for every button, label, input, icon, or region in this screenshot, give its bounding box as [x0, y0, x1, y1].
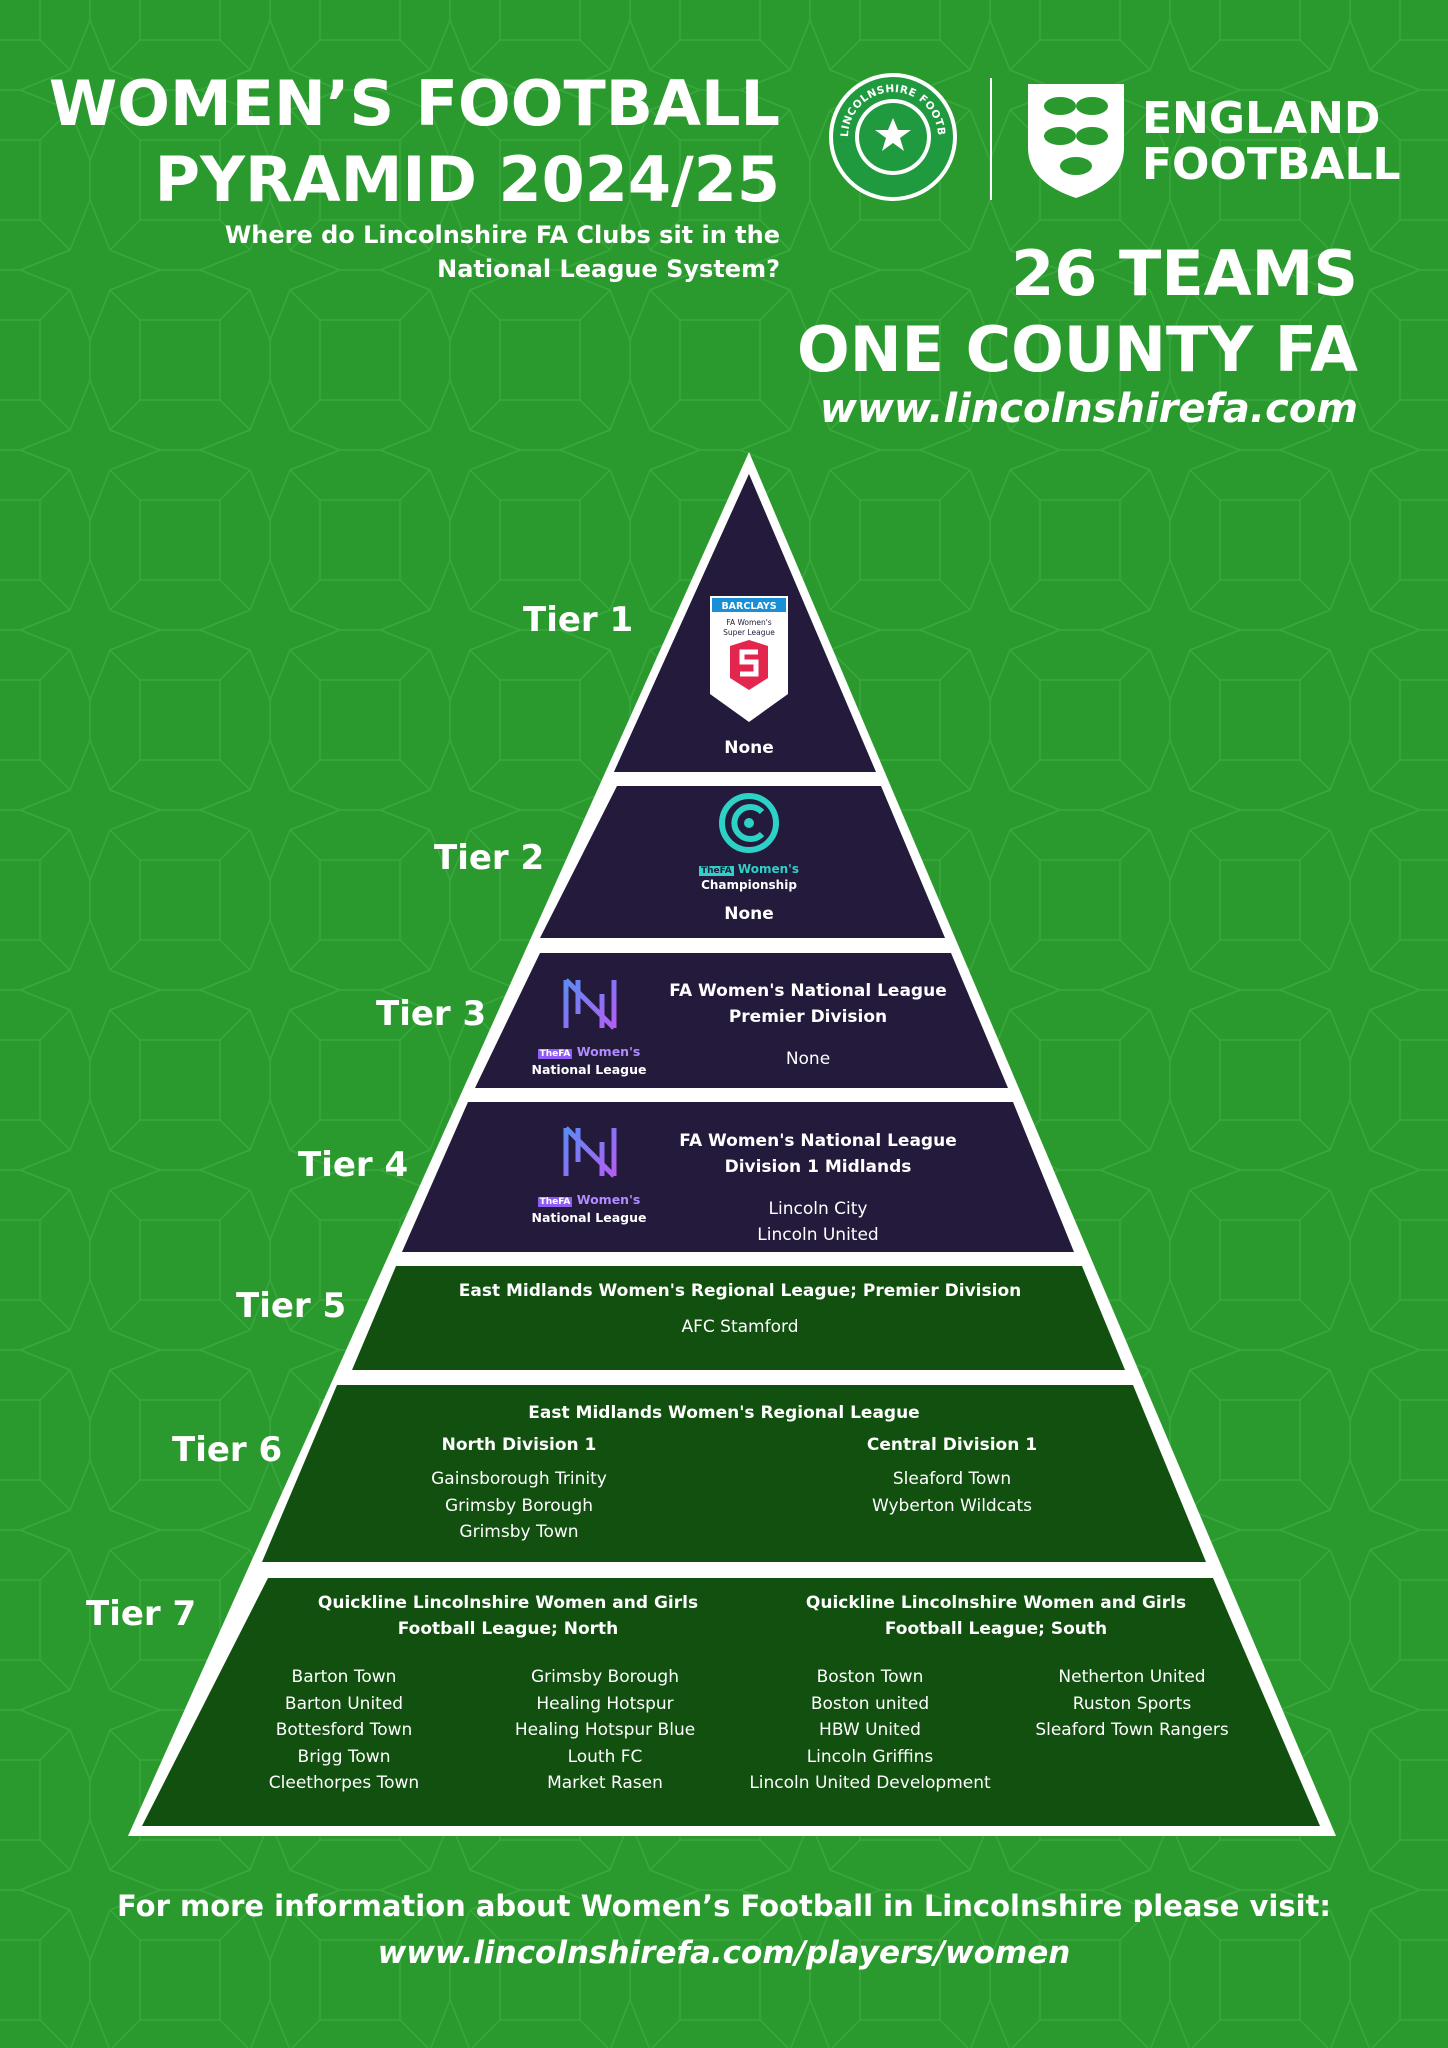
tier6-north-title: North Division 1: [441, 1435, 597, 1455]
tier4-league-line1: FA Women's National League: [679, 1131, 957, 1151]
national-league-logo: [563, 978, 617, 1030]
nl-line1: Women's: [576, 1044, 641, 1059]
team-name: Gainsborough Trinity: [431, 1469, 607, 1489]
tier4-league-name: FA Women's National League Division 1 Mi…: [670, 1128, 966, 1180]
tier1-label: Tier 1: [523, 600, 634, 640]
team-name: Healing Hotspur: [536, 1693, 674, 1714]
champ-line1: Women's: [737, 862, 799, 876]
team-name: Grimsby Town: [459, 1522, 579, 1542]
main-title-line2: PYRAMID 2024/25: [154, 143, 780, 216]
tier3-league-name: FA Women's National League Premier Divis…: [660, 978, 956, 1030]
tier7-south-line1: Quickline Lincolnshire Women and Girls: [805, 1593, 1187, 1613]
team-name: Sleaford Town Rangers: [1035, 1720, 1229, 1740]
teams-title-line2: ONE COUNTY FA: [797, 313, 1358, 386]
tier3-league-line1: FA Women's National League: [669, 981, 947, 1001]
wsl-line1: FA Women's: [726, 618, 771, 627]
team-name: Louth FC: [567, 1746, 643, 1767]
tier6-central-title: Central Division 1: [866, 1435, 1038, 1455]
tier6-league-name: East Midlands Women's Regional League: [528, 1403, 920, 1423]
tier7-south-col2: Netherton United Ruston Sports Sleaford …: [1012, 1664, 1252, 1744]
nl-prefix: TheFA: [537, 1049, 573, 1059]
team-name: Netherton United: [1058, 1667, 1206, 1687]
nl-line2: National League: [531, 1062, 647, 1077]
tier7-label: Tier 7: [86, 1594, 197, 1634]
england-line: ENGLAND: [1142, 93, 1381, 144]
tier3-label: Tier 3: [376, 994, 487, 1034]
team-name: Sleaford Town: [892, 1469, 1012, 1489]
tier7-north-line2: Football League; North: [397, 1619, 619, 1639]
team-name: Ruston Sports: [1072, 1693, 1192, 1714]
tier5-label: Tier 5: [236, 1286, 347, 1326]
footer-website-link[interactable]: www.lincolnshirefa.com/players/women: [377, 1935, 1071, 1971]
team-name: Barton United: [284, 1693, 404, 1714]
tier1-teams: None: [724, 738, 774, 758]
tier3-teams: None: [785, 1049, 831, 1069]
nl-prefix: TheFA: [537, 1197, 573, 1207]
tier6-central-teams: Sleaford Town Wyberton Wildcats: [832, 1466, 1072, 1519]
nl-line1: Women's: [576, 1192, 641, 1207]
tier3-league-line2: Premier Division: [728, 1007, 888, 1027]
team-name: Grimsby Borough: [531, 1667, 679, 1687]
team-name: Grimsby Borough: [445, 1495, 593, 1516]
tier5-teams: AFC Stamford: [681, 1317, 799, 1337]
tier7-south-col1: Boston Town Boston united HBW United Lin…: [740, 1664, 1000, 1797]
national-league-logo: [563, 1126, 617, 1178]
team-name: Healing Hotspur Blue: [514, 1720, 696, 1740]
championship-wordmark: TheFA Women's Championship: [682, 862, 816, 892]
tier5-league-name: East Midlands Women's Regional League; P…: [458, 1281, 1022, 1301]
footer-info-text: For more information about Women’s Footb…: [117, 1889, 1331, 1923]
champ-line2: Championship: [701, 878, 797, 892]
team-name: HBW United: [819, 1720, 921, 1740]
team-name: Lincoln Griffins: [806, 1746, 934, 1767]
wsl-sponsor: BARCLAYS: [721, 601, 776, 612]
logo-divider: [990, 78, 992, 200]
team-name: Wyberton Wildcats: [871, 1495, 1032, 1516]
tier7-south-league-name: Quickline Lincolnshire Women and Girls F…: [804, 1590, 1188, 1642]
tier4-league-line2: Division 1 Midlands: [724, 1157, 912, 1177]
team-name: Bottesford Town: [275, 1720, 413, 1740]
tier2-label: Tier 2: [434, 838, 545, 878]
subtitle-line1: Where do Lincolnshire FA Clubs sit in th…: [224, 221, 780, 249]
main-title: WOMEN’S FOOTBALL PYRAMID 2024/25: [49, 66, 780, 218]
wsl-league-logo: BARCLAYS FA Women's Super League: [710, 596, 788, 722]
team-name: Lincoln United Development: [749, 1773, 991, 1793]
england-football-wordmark: ENGLAND FOOTBALL: [1142, 96, 1401, 188]
team-name: Cleethorpes Town: [268, 1773, 420, 1793]
subtitle-line2: National League System?: [437, 255, 780, 283]
subtitle: Where do Lincolnshire FA Clubs sit in th…: [225, 218, 780, 286]
team-name: Boston Town: [816, 1667, 924, 1687]
tier7-north-league-name: Quickline Lincolnshire Women and Girls F…: [316, 1590, 700, 1642]
team-name: Boston united: [810, 1693, 930, 1714]
teams-title-line1: 26 TEAMS: [1011, 237, 1358, 310]
tier2-teams: None: [724, 904, 774, 924]
tier6-label: Tier 6: [172, 1430, 283, 1470]
football-line: FOOTBALL: [1142, 139, 1401, 190]
wsl-line2: Super League: [723, 628, 775, 637]
team-name: Lincoln United: [757, 1225, 879, 1245]
main-title-line1: WOMEN’S FOOTBALL: [48, 67, 780, 140]
team-name: Barton Town: [291, 1667, 397, 1687]
tier7-north-col1: Barton Town Barton United Bottesford Tow…: [244, 1664, 444, 1797]
tier4-label: Tier 4: [298, 1145, 409, 1185]
championship-league-logo: [719, 793, 779, 853]
teams-title: 26 TEAMS ONE COUNTY FA: [797, 236, 1358, 388]
tier6-north-teams: Gainsborough Trinity Grimsby Borough Gri…: [399, 1466, 639, 1546]
tier7-north-col2: Grimsby Borough Healing Hotspur Healing …: [495, 1664, 715, 1797]
tier4-teams: Lincoln City Lincoln United: [670, 1196, 966, 1248]
website-url[interactable]: www.lincolnshirefa.com: [819, 386, 1358, 432]
national-league-wordmark: TheFA Women's National League: [516, 1044, 662, 1077]
county-fa-badge-logo: LINCOLNSHIRE FOOTBALL ASSOC: [828, 72, 957, 201]
nl-line2: National League: [531, 1210, 647, 1225]
champ-prefix: TheFA: [699, 866, 734, 876]
national-league-wordmark: TheFA Women's National League: [516, 1192, 662, 1225]
tier7-south-line2: Football League; South: [884, 1619, 1108, 1639]
three-lions-crest-icon: [1028, 84, 1124, 198]
team-name: Lincoln City: [768, 1199, 868, 1219]
team-name: Market Rasen: [547, 1773, 663, 1793]
tier7-north-line1: Quickline Lincolnshire Women and Girls: [317, 1593, 699, 1613]
team-name: Brigg Town: [297, 1746, 391, 1767]
